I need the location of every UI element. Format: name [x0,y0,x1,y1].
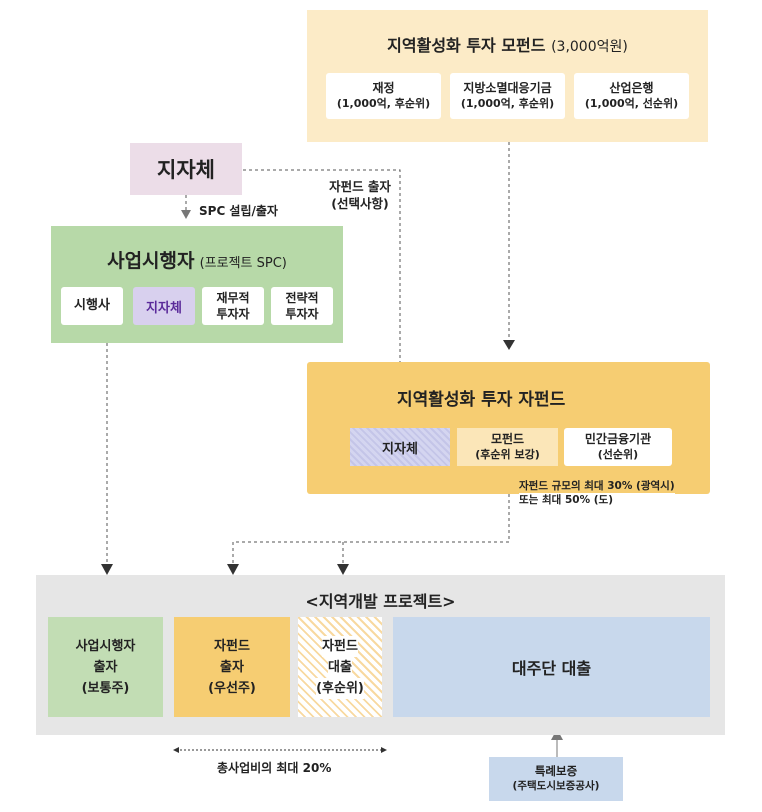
mother-item-1: 재정 (1,000억, 후순위) [326,73,441,119]
subfund-panel: 지역활성화 투자 자펀드 지자체 모펀드 (후순위 보강) 민간금융기관 (선순… [307,362,710,507]
project-box-subfund-equity: 자펀드 출자 (우선주) [174,617,290,717]
project-panel: <지역개발 프로젝트> 사업시행자 출자 (보통주) 자펀드 출자 (우선주) … [36,575,725,735]
operator-item-3: 재무적 투자자 [202,287,264,325]
localgov-to-subfund-line [243,169,401,410]
subfund-title: 지역활성화 투자 자펀드 [397,390,566,410]
mother-item-2: 지방소멸대응기금 (1,000억, 후순위) [450,73,565,119]
subfund-item-3: 민간금융기관 (선순위) [564,428,672,466]
subfund-note: 자펀드 규모의 최대 30% (광역시) 또는 최대 50% (도) [519,479,675,507]
operator-item-2: 지자체 [133,287,195,325]
arrow-head-icon [101,564,113,575]
operator-panel: 사업시행자 (프로젝트 SPC) 시행사 지자체 재무적 투자자 전략적 투자자 [51,226,343,343]
subfund-item-1: 지자체 [350,428,450,466]
total-cost-note: 총사업비의 최대 20% [217,761,332,775]
operator-title: 사업시행자 [107,250,195,272]
arrow-head-icon [181,210,191,219]
arrow-head-icon [337,564,349,575]
operator-item-1: 시행사 [61,287,123,325]
local-gov-box: 지자체 [130,143,242,195]
operator-item-4: 전략적 투자자 [271,287,333,325]
subfund-item-2: 모펀드 (후순위 보강) [457,428,558,466]
project-box-lender-loan: 대주단 대출 [393,617,710,717]
arrow-head-icon [227,564,239,575]
project-box-operator: 사업시행자 출자 (보통주) [48,617,163,717]
mother-item-3: 산업은행 (1,000억, 선순위) [574,73,689,119]
arrow-head-icon [503,340,515,350]
mother-fund-panel: 지역활성화 투자 모펀드 (3,000억원) 재정 (1,000억, 후순위) … [307,10,708,142]
project-title: <지역개발 프로젝트> [305,592,456,611]
operator-subtitle: (프로젝트 SPC) [199,256,287,271]
project-box-subfund-loan: 자펀드 대출 (후순위) [298,617,382,717]
guarantee-box: 특례보증 (주택도시보증공사) [489,757,623,801]
mother-fund-title: 지역활성화 투자 모펀드 [387,36,546,55]
subfund-contribution-label: 자펀드 출자 (선택사항) [329,179,391,211]
mother-fund-amount: (3,000억원) [551,39,628,55]
spc-label: SPC 설립/출자 [199,204,278,218]
